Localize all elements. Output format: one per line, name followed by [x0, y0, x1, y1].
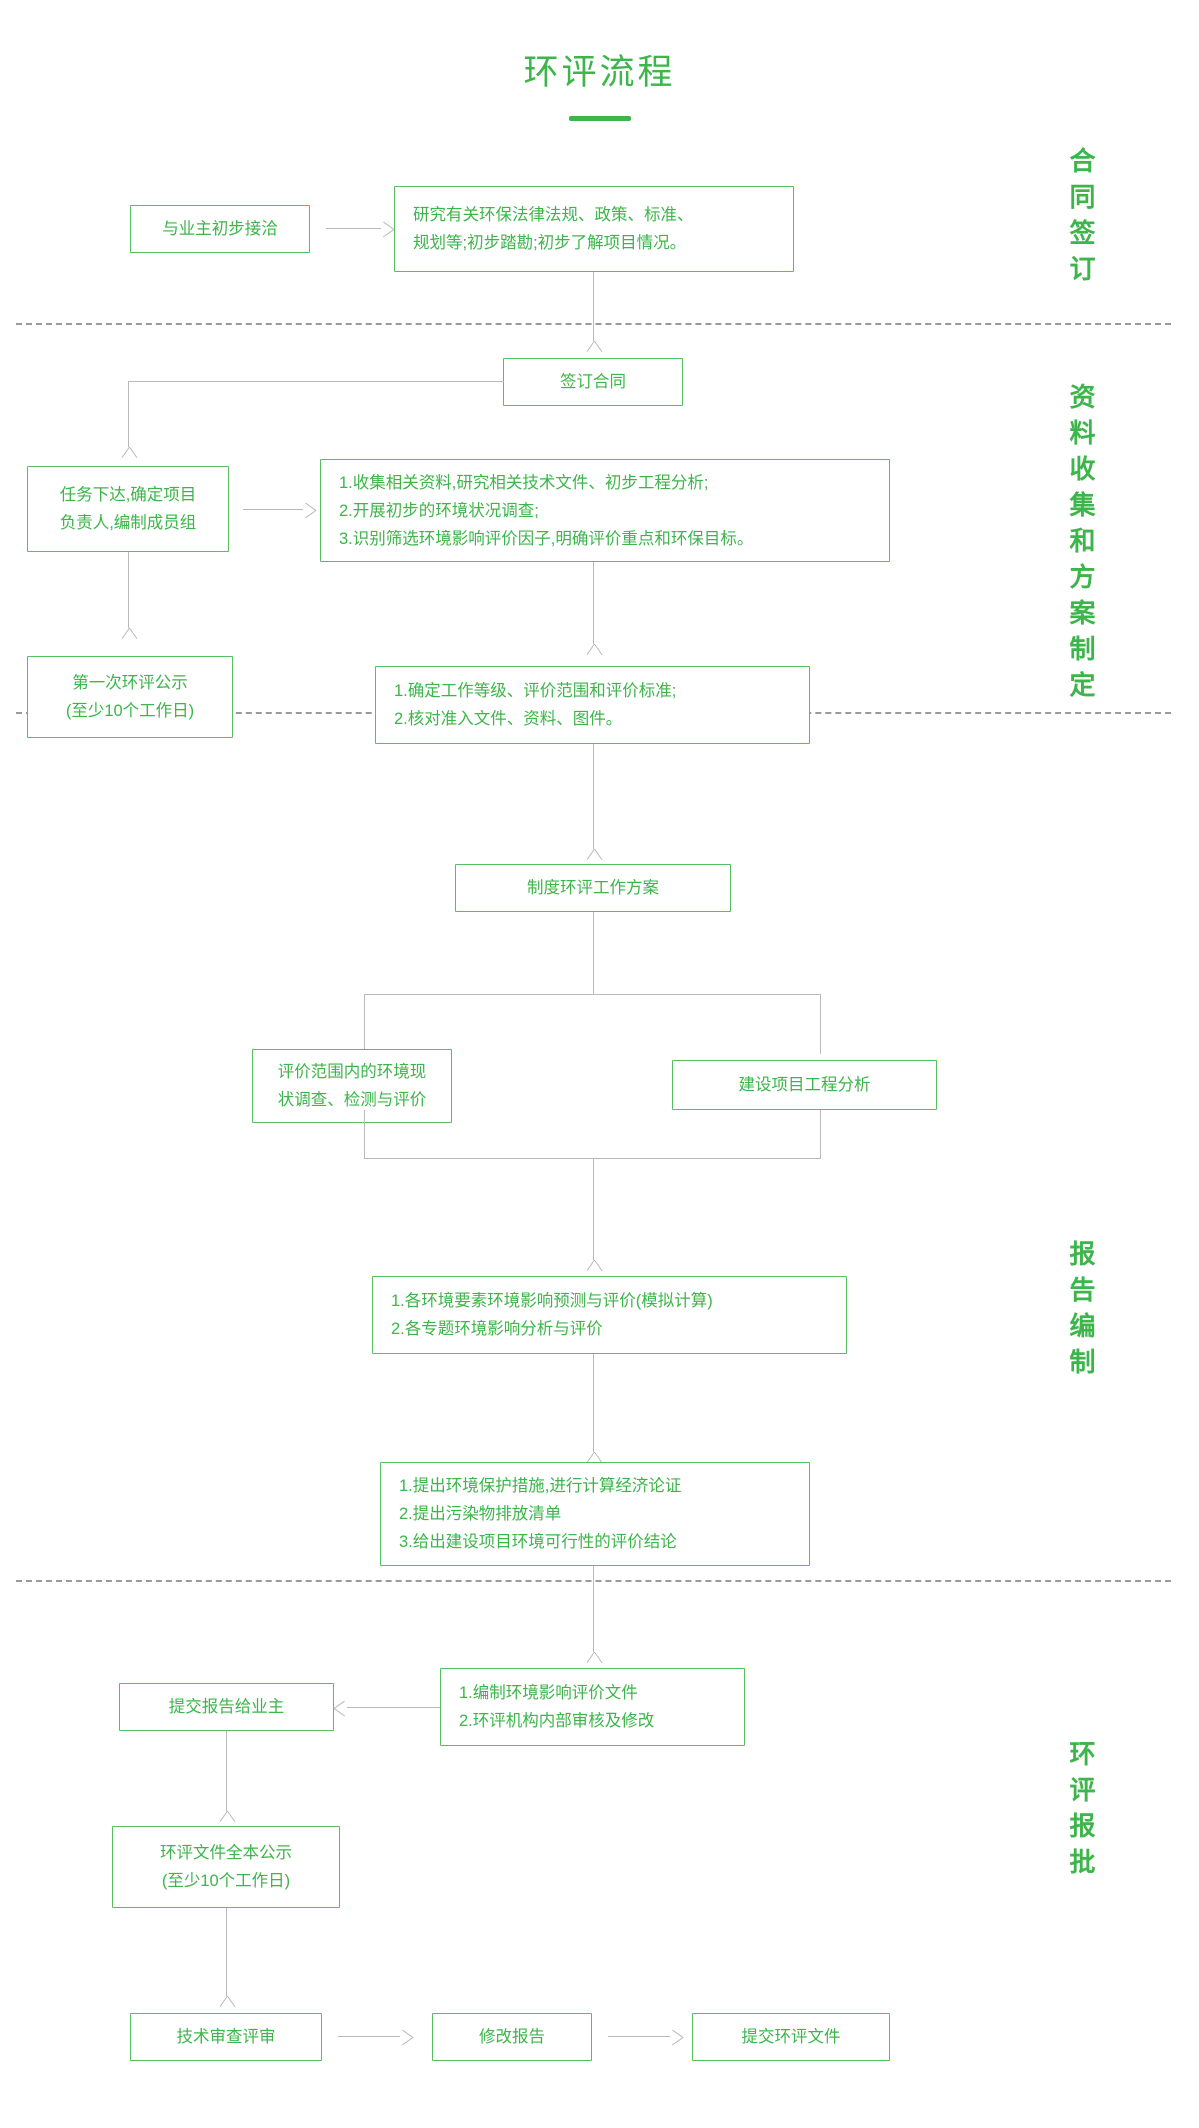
- node-revise-report-label: 修改报告: [479, 2028, 545, 2046]
- node-collect-materials-line-2: 2.开展初步的环境状况调查;: [339, 501, 539, 520]
- node-task-assign[interactable]: 任务下达,确定项目 负责人,编制成员组: [27, 466, 229, 552]
- node-collect-materials-line-1: 1.收集相关资料,研究相关技术文件、初步工程分析;: [339, 473, 709, 492]
- node-revise-report[interactable]: 修改报告: [432, 2013, 592, 2061]
- node-research-laws[interactable]: 研究有关环保法律法规、政策、标准、 规划等;初步踏勘;初步了解项目情况。: [394, 186, 794, 272]
- node-protection-measures-line-2: 2.提出污染物排放清单: [399, 1505, 562, 1523]
- node-first-publicity-line-2: (至少10个工作日): [65, 702, 195, 720]
- node-protection-measures-line-1: 1.提出环境保护措施,进行计算经济论证: [399, 1477, 682, 1495]
- connector-compile-to-submit: [347, 1707, 440, 1709]
- section-label-collect: 资料收集和方案制定: [1066, 383, 1096, 707]
- node-work-plan-label: 制度环评工作方案: [527, 879, 659, 897]
- node-status-survey-line-2: 状调查、检测与评价: [277, 1091, 427, 1109]
- node-engineering-analysis-label: 建设项目工程分析: [738, 1076, 871, 1094]
- node-impact-prediction-line-2: 2.各专题环境影响分析与评价: [391, 1320, 603, 1338]
- node-compile-eia[interactable]: 1.编制环境影响评价文件 2.环评机构内部审核及修改: [440, 1668, 745, 1746]
- connector-merge-left-down: [364, 1110, 366, 1158]
- section-label-approval: 环评报批: [1066, 1740, 1096, 1884]
- connector-research-to-sign: [593, 272, 595, 341]
- connector-split-right-down: [820, 994, 822, 1054]
- connector-measures-to-compile: [593, 1566, 595, 1652]
- node-work-plan[interactable]: 制度环评工作方案: [455, 864, 731, 912]
- page-title: 环评流程: [523, 53, 676, 92]
- node-research-laws-line-1: 研究有关环保法律法规、政策、标准、: [413, 206, 694, 224]
- connector-task-to-publicity: [128, 552, 130, 628]
- node-full-publicity-line-1: 环评文件全本公示: [160, 1844, 292, 1862]
- connector-split-top: [364, 994, 821, 996]
- connector-task-to-collect: [243, 509, 303, 511]
- node-submit-eia-files-label: 提交环评文件: [741, 2028, 841, 2046]
- node-status-survey-body: 评价范围内的环境现 状调查、检测与评价: [253, 1058, 451, 1114]
- node-submit-eia-files[interactable]: 提交环评文件: [692, 2013, 890, 2061]
- connector-collect-to-level: [593, 562, 595, 644]
- node-owner-contact-label: 与业主初步接洽: [162, 220, 278, 238]
- connector-plan-down: [593, 912, 595, 994]
- node-technical-review-label: 技术审查评审: [176, 2028, 276, 2046]
- node-protection-measures-body: 1.提出环境保护措施,进行计算经济论证 2.提出污染物排放清单 3.给出建设项目…: [381, 1472, 809, 1556]
- node-impact-prediction-line-1: 1.各环境要素环境影响预测与评价(模拟计算): [391, 1292, 713, 1310]
- node-sign-contract-label: 签订合同: [560, 373, 626, 391]
- node-owner-contact[interactable]: 与业主初步接洽: [130, 205, 310, 253]
- title-underline: [568, 116, 631, 121]
- node-impact-prediction[interactable]: 1.各环境要素环境影响预测与评价(模拟计算) 2.各专题环境影响分析与评价: [372, 1276, 847, 1354]
- node-collect-materials-body: 1.收集相关资料,研究相关技术文件、初步工程分析; 2.开展初步的环境状况调查;…: [321, 469, 889, 553]
- node-protection-measures-line-3: 3.给出建设项目环境可行性的评价结论: [399, 1533, 677, 1551]
- connector-split-left-down: [364, 994, 366, 1054]
- connector-publicity-to-review: [226, 1908, 228, 1996]
- connector-contact-to-research: [326, 228, 381, 230]
- node-submit-report-label: 提交报告给业主: [168, 1698, 285, 1716]
- connector-prediction-to-measures: [593, 1354, 595, 1452]
- node-determine-level-body: 1.确定工作等级、评价范围和评价标准; 2.核对准入文件、资料、图件。: [376, 677, 809, 733]
- node-compile-eia-line-1: 1.编制环境影响评价文件: [459, 1684, 638, 1702]
- node-full-publicity[interactable]: 环评文件全本公示 (至少10个工作日): [112, 1826, 340, 1908]
- node-full-publicity-body: 环评文件全本公示 (至少10个工作日): [113, 1839, 339, 1895]
- connector-sign-down: [128, 381, 130, 447]
- node-compile-eia-body: 1.编制环境影响评价文件 2.环评机构内部审核及修改: [441, 1679, 744, 1735]
- node-task-assign-line-1: 任务下达,确定项目: [59, 486, 197, 504]
- node-task-assign-line-2: 负责人,编制成员组: [59, 514, 197, 532]
- section-label-report: 报告编制: [1066, 1240, 1096, 1384]
- connector-revise-to-submit-files: [608, 2036, 670, 2038]
- connector-merge-bottom: [364, 1158, 821, 1160]
- connector-level-to-plan: [593, 744, 595, 849]
- node-collect-materials-line-3: 3.识别筛选环境影响评价因子,明确评价重点和环保目标。: [339, 529, 754, 548]
- node-engineering-analysis[interactable]: 建设项目工程分析: [672, 1060, 937, 1110]
- node-task-assign-body: 任务下达,确定项目 负责人,编制成员组: [28, 481, 228, 537]
- section-label-contract: 合同签订: [1066, 147, 1096, 291]
- connector-sign-left: [128, 381, 504, 383]
- connector-merge-right-down: [820, 1110, 822, 1158]
- node-first-publicity-line-1: 第一次环评公示: [72, 674, 188, 692]
- node-submit-report[interactable]: 提交报告给业主: [119, 1683, 334, 1731]
- node-protection-measures[interactable]: 1.提出环境保护措施,进行计算经济论证 2.提出污染物排放清单 3.给出建设项目…: [380, 1462, 810, 1566]
- node-determine-level-line-2: 2.核对准入文件、资料、图件。: [394, 710, 623, 728]
- node-determine-level[interactable]: 1.确定工作等级、评价范围和评价标准; 2.核对准入文件、资料、图件。: [375, 666, 810, 744]
- connector-review-to-revise: [338, 2036, 400, 2038]
- node-technical-review[interactable]: 技术审查评审: [130, 2013, 322, 2061]
- node-status-survey[interactable]: 评价范围内的环境现 状调查、检测与评价: [252, 1049, 452, 1123]
- node-full-publicity-line-2: (至少10个工作日): [161, 1872, 291, 1890]
- node-first-publicity-body: 第一次环评公示 (至少10个工作日): [28, 669, 232, 725]
- node-compile-eia-line-2: 2.环评机构内部审核及修改: [459, 1712, 655, 1730]
- connector-merge-to-prediction: [593, 1158, 595, 1260]
- node-status-survey-line-1: 评价范围内的环境现: [277, 1063, 427, 1081]
- node-sign-contract[interactable]: 签订合同: [503, 358, 683, 406]
- connector-submit-to-publicity: [226, 1731, 228, 1811]
- node-impact-prediction-body: 1.各环境要素环境影响预测与评价(模拟计算) 2.各专题环境影响分析与评价: [373, 1287, 846, 1343]
- node-first-publicity[interactable]: 第一次环评公示 (至少10个工作日): [27, 656, 233, 738]
- node-research-laws-body: 研究有关环保法律法规、政策、标准、 规划等;初步踏勘;初步了解项目情况。: [395, 201, 793, 257]
- node-determine-level-line-1: 1.确定工作等级、评价范围和评价标准;: [394, 682, 677, 700]
- node-collect-materials[interactable]: 1.收集相关资料,研究相关技术文件、初步工程分析; 2.开展初步的环境状况调查;…: [320, 459, 890, 562]
- node-research-laws-line-2: 规划等;初步踏勘;初步了解项目情况。: [413, 234, 687, 252]
